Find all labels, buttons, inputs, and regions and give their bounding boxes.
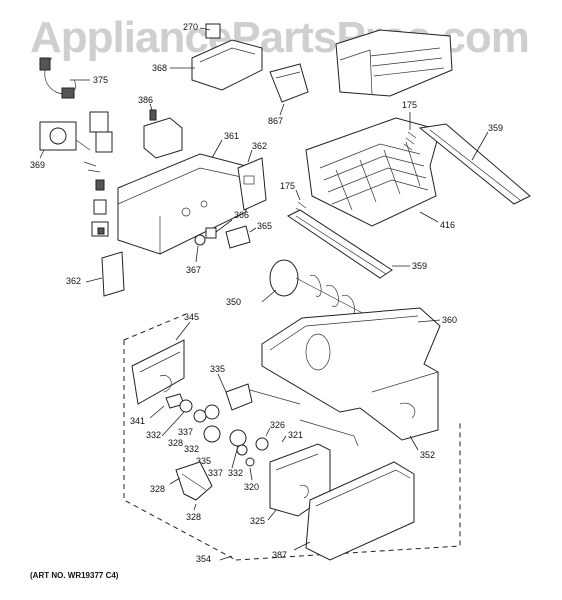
callout-362-bottom: 362: [66, 276, 81, 286]
icemaker-part[interactable]: [335, 29, 453, 97]
callout-335-bottom: 335: [196, 456, 211, 466]
callout-337-a: 337: [178, 427, 193, 437]
callout-359-top: 359: [488, 123, 503, 133]
callout-345: 345: [184, 312, 199, 322]
callout-369: 369: [30, 160, 45, 170]
callout-332-right: 332: [228, 468, 243, 478]
bushing-367-part[interactable]: [194, 234, 206, 246]
callout-332-left: 332: [146, 430, 161, 440]
callout-341: 341: [130, 416, 145, 426]
callout-350: 350: [226, 297, 241, 307]
plate-362-part[interactable]: [237, 157, 267, 211]
cover-387-part[interactable]: [305, 461, 415, 561]
callout-387: 387: [272, 550, 287, 560]
solenoid-386-part[interactable]: [143, 109, 183, 159]
valve-369-part[interactable]: [39, 111, 113, 153]
callout-326: 326: [270, 420, 285, 430]
ice-bucket-360-part[interactable]: [261, 307, 441, 441]
callout-328-c: 328: [186, 512, 201, 522]
callout-325: 325: [250, 516, 265, 526]
callout-175-right: 175: [402, 100, 417, 110]
callout-321: 321: [288, 430, 303, 440]
callout-270: 270: [183, 22, 198, 32]
callout-320: 320: [244, 482, 259, 492]
shelf-416-part[interactable]: [305, 117, 441, 227]
wiring-harness-375-part[interactable]: [39, 57, 77, 99]
callout-360: 360: [442, 315, 457, 325]
callout-354: 354: [196, 554, 211, 564]
clip-366-part[interactable]: [205, 227, 217, 239]
part-320[interactable]: [245, 457, 255, 467]
bracket-345-part[interactable]: [131, 339, 185, 405]
callout-337-b: 337: [208, 468, 223, 478]
bracket-365-part[interactable]: [225, 225, 251, 249]
housing-361-part[interactable]: [117, 153, 247, 255]
art-number: (ART NO. WR19377 C4): [30, 571, 119, 580]
washer-326-part[interactable]: [255, 437, 269, 451]
rail-359-right-part[interactable]: [418, 123, 531, 205]
callout-416: 416: [440, 220, 455, 230]
spring-175-right-part[interactable]: [403, 131, 417, 151]
plate-362-lower-part[interactable]: [101, 251, 125, 297]
cup-867-part[interactable]: [269, 63, 309, 103]
callout-368: 368: [152, 63, 167, 73]
callout-386: 386: [138, 95, 153, 105]
callout-375: 375: [93, 75, 108, 85]
callout-328-b: 328: [150, 484, 165, 494]
callout-175-left: 175: [280, 181, 295, 191]
rail-359-lower-part[interactable]: [287, 209, 393, 279]
assembly-outline: [123, 313, 461, 561]
callout-867: 867: [268, 116, 283, 126]
callout-352: 352: [420, 450, 435, 460]
callout-367: 367: [186, 265, 201, 275]
gear-cluster-part[interactable]: [179, 383, 301, 456]
bracket-368-part[interactable]: [191, 23, 263, 91]
callout-328-a: 328: [168, 438, 183, 448]
callout-361: 361: [224, 131, 239, 141]
callout-335-top: 335: [210, 364, 225, 374]
callout-332-mid: 332: [184, 444, 199, 454]
callout-365: 365: [257, 221, 272, 231]
watermark-text: AppliancePartsPros.com: [30, 13, 529, 62]
callout-359-bottom: 359: [412, 261, 427, 271]
small-hardware-part[interactable]: [83, 161, 109, 237]
callout-366: 366: [234, 210, 249, 220]
rod-321-part[interactable]: [299, 419, 359, 447]
auger-350-part[interactable]: [269, 259, 373, 319]
blade-328-part[interactable]: [175, 461, 213, 501]
callout-362-top: 362: [252, 141, 267, 151]
